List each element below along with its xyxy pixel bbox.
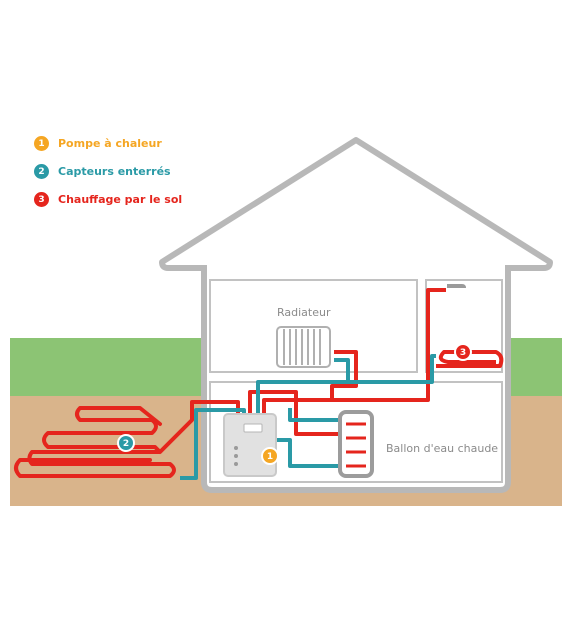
roof <box>159 137 553 271</box>
heating-teal-pipe <box>256 354 436 468</box>
marker-pump-label: 1 <box>267 452 273 462</box>
legend-item: 2 Capteurs enterrés <box>34 164 171 179</box>
ground-loop-red-pipe <box>14 400 240 478</box>
water-tank-label: Ballon d'eau chaude <box>386 442 499 455</box>
wall-cover <box>207 262 505 274</box>
marker-floor-label: 3 <box>460 348 466 358</box>
marker-pump: 1 <box>261 447 279 465</box>
heating-red-pipe <box>248 288 504 436</box>
marker-ground: 2 <box>117 434 135 452</box>
shower-icon <box>447 284 466 288</box>
legend-item: 1 Pompe à chaleur <box>34 136 162 151</box>
legend-number-badge: 2 <box>34 164 49 179</box>
legend-item: 3 Chauffage par le sol <box>34 192 182 207</box>
legend-label: Capteurs enterrés <box>58 165 171 178</box>
water-tank-icon <box>338 410 374 478</box>
legend-label: Chauffage par le sol <box>58 193 183 206</box>
legend-label: Pompe à chaleur <box>58 137 162 150</box>
legend-number-badge: 3 <box>34 192 49 207</box>
radiator-icon <box>276 326 331 368</box>
radiator-label: Radiateur <box>277 306 331 319</box>
marker-floor: 3 <box>454 343 472 361</box>
legend-number-badge: 1 <box>34 136 49 151</box>
room-upper-left <box>209 279 418 373</box>
marker-ground-label: 2 <box>123 439 129 449</box>
heat-pump-unit <box>223 413 277 477</box>
